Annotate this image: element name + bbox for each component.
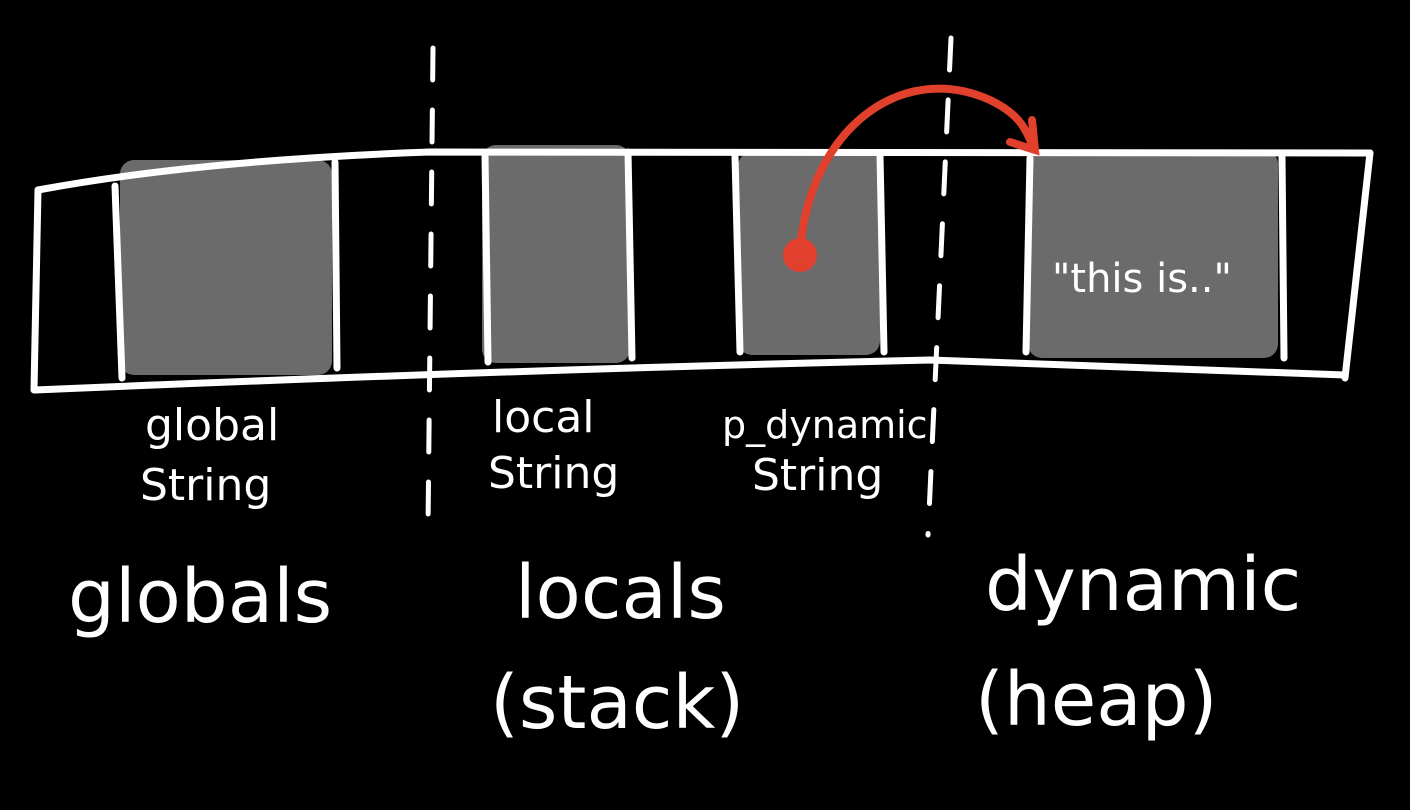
- region-dividers: [425, 35, 954, 538]
- local-string-label-2: String: [488, 448, 619, 499]
- stack-region-label: (stack): [490, 660, 744, 746]
- p-dynamic-label-2: String: [752, 450, 883, 501]
- p-dynamic-label-1: p_dynamic: [722, 403, 928, 447]
- heap-region-label: (heap): [975, 657, 1218, 743]
- global-string-label-2: String: [140, 460, 271, 511]
- heap-string-cell: [1028, 150, 1278, 358]
- heap-string-content: "this is..": [1052, 256, 1232, 302]
- pointer-arrow: [796, 84, 1040, 254]
- stack-heap-divider: [925, 35, 954, 538]
- globals-region-label: globals: [68, 554, 332, 640]
- globals-locals-divider: [425, 45, 436, 531]
- locals-region-label: locals: [515, 550, 726, 636]
- global-string-cell: [120, 160, 332, 375]
- dynamic-region-label: dynamic: [985, 542, 1301, 628]
- local-string-label-1: local: [492, 392, 595, 443]
- local-string-cell: [482, 145, 630, 363]
- pointer-origin-dot: [783, 238, 817, 272]
- memory-strip: [30, 148, 1374, 394]
- global-string-label-1: global: [145, 400, 279, 451]
